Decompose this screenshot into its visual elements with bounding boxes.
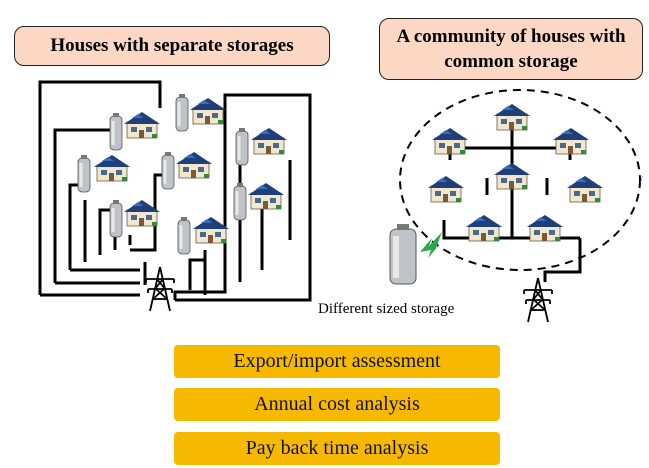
- storage-tank-icon: [175, 93, 189, 132]
- common-storage-tank-icon: [389, 224, 417, 285]
- house-icon: [465, 214, 503, 242]
- storage-tank-icon: [77, 154, 91, 193]
- storage-tank-icon: [235, 127, 249, 166]
- title-community-storage: A community of houses with common storag…: [379, 18, 643, 80]
- house-icon: [250, 127, 288, 155]
- storage-tank-icon: [233, 182, 247, 221]
- community-boundary: [399, 89, 641, 271]
- power-pylon-icon: [145, 266, 175, 312]
- storage-tank-icon: [109, 112, 123, 151]
- house-icon: [93, 154, 131, 182]
- house-icon: [493, 103, 531, 131]
- stray-mark: /: [640, 175, 643, 186]
- title-community-text: A community of houses with common storag…: [396, 26, 626, 72]
- house-icon: [431, 127, 469, 155]
- analysis-annual-cost: Annual cost analysis: [174, 388, 500, 421]
- analysis-payback-time: Pay back time analysis: [174, 432, 500, 465]
- community-houses: [427, 103, 604, 242]
- title-separate-storages: Houses with separate storages: [14, 26, 330, 66]
- energy-spark-icon: [420, 232, 442, 258]
- house-icon: [552, 127, 590, 155]
- power-pylon-icon: [523, 277, 553, 323]
- storage-tank-icon: [177, 216, 191, 255]
- house-icon: [566, 175, 604, 203]
- storage-tank-icon: [109, 199, 123, 238]
- house-icon: [247, 182, 285, 210]
- title-separate-text: Houses with separate storages: [50, 35, 294, 56]
- house-icon: [427, 175, 465, 203]
- separate-houses: [77, 93, 288, 312]
- house-icon: [526, 214, 564, 242]
- storage-tank-icon: [161, 151, 175, 190]
- house-icon: [175, 151, 213, 179]
- house-icon: [189, 97, 227, 125]
- house-icon: [493, 162, 531, 190]
- house-icon: [123, 111, 161, 139]
- storage-label: Different sized storage: [318, 301, 455, 317]
- analysis-export-import: Export/import assessment: [174, 345, 500, 378]
